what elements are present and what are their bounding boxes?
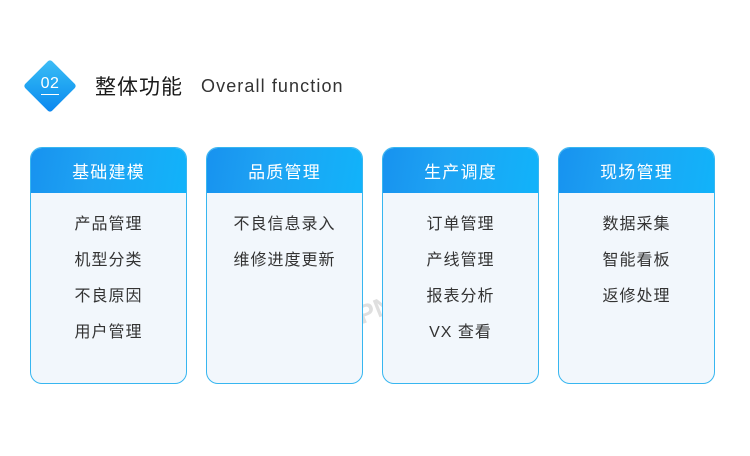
- function-card[interactable]: 品质管理 不良信息录入 维修进度更新: [206, 147, 363, 384]
- section-header: 02 整体功能 Overall function: [0, 56, 750, 116]
- card-item[interactable]: 维修进度更新: [233, 252, 336, 269]
- card-item-list: 不良信息录入 维修进度更新: [207, 193, 362, 383]
- card-item[interactable]: 不良信息录入: [233, 216, 336, 233]
- card-item[interactable]: 不良原因: [74, 288, 143, 305]
- card-item[interactable]: 智能看板: [602, 252, 671, 269]
- function-card[interactable]: 基础建模 产品管理 机型分类 不良原因 用户管理: [30, 147, 187, 384]
- card-item[interactable]: 数据采集: [602, 216, 671, 233]
- section-title-en: Overall function: [201, 75, 344, 96]
- card-item-list: 数据采集 智能看板 返修处理: [559, 193, 714, 383]
- card-item[interactable]: 产品管理: [74, 216, 143, 233]
- function-card[interactable]: 生产调度 订单管理 产线管理 报表分析 VX 查看: [382, 147, 539, 384]
- section-title-cn: 整体功能: [95, 76, 183, 99]
- card-title: 现场管理: [559, 148, 714, 193]
- card-title: 品质管理: [207, 148, 362, 193]
- card-item[interactable]: 产线管理: [426, 252, 495, 269]
- card-item-list: 产品管理 机型分类 不良原因 用户管理: [31, 193, 186, 383]
- badge-number-value: 02: [40, 76, 60, 95]
- card-item[interactable]: 报表分析: [426, 288, 495, 305]
- card-item[interactable]: VX 查看: [429, 324, 492, 341]
- card-title: 生产调度: [383, 148, 538, 193]
- card-item[interactable]: 机型分类: [74, 252, 143, 269]
- badge-number-text: 02: [19, 55, 81, 117]
- function-card-list: 基础建模 产品管理 机型分类 不良原因 用户管理 品质管理 不良信息录入 维修进…: [30, 147, 715, 384]
- function-card[interactable]: 现场管理 数据采集 智能看板 返修处理: [558, 147, 715, 384]
- card-item-list: 订单管理 产线管理 报表分析 VX 查看: [383, 193, 538, 383]
- card-item[interactable]: 用户管理: [74, 324, 143, 341]
- card-item[interactable]: 返修处理: [602, 288, 671, 305]
- section-number-badge: 02: [19, 55, 81, 117]
- card-item[interactable]: 订单管理: [426, 216, 495, 233]
- card-title: 基础建模: [31, 148, 186, 193]
